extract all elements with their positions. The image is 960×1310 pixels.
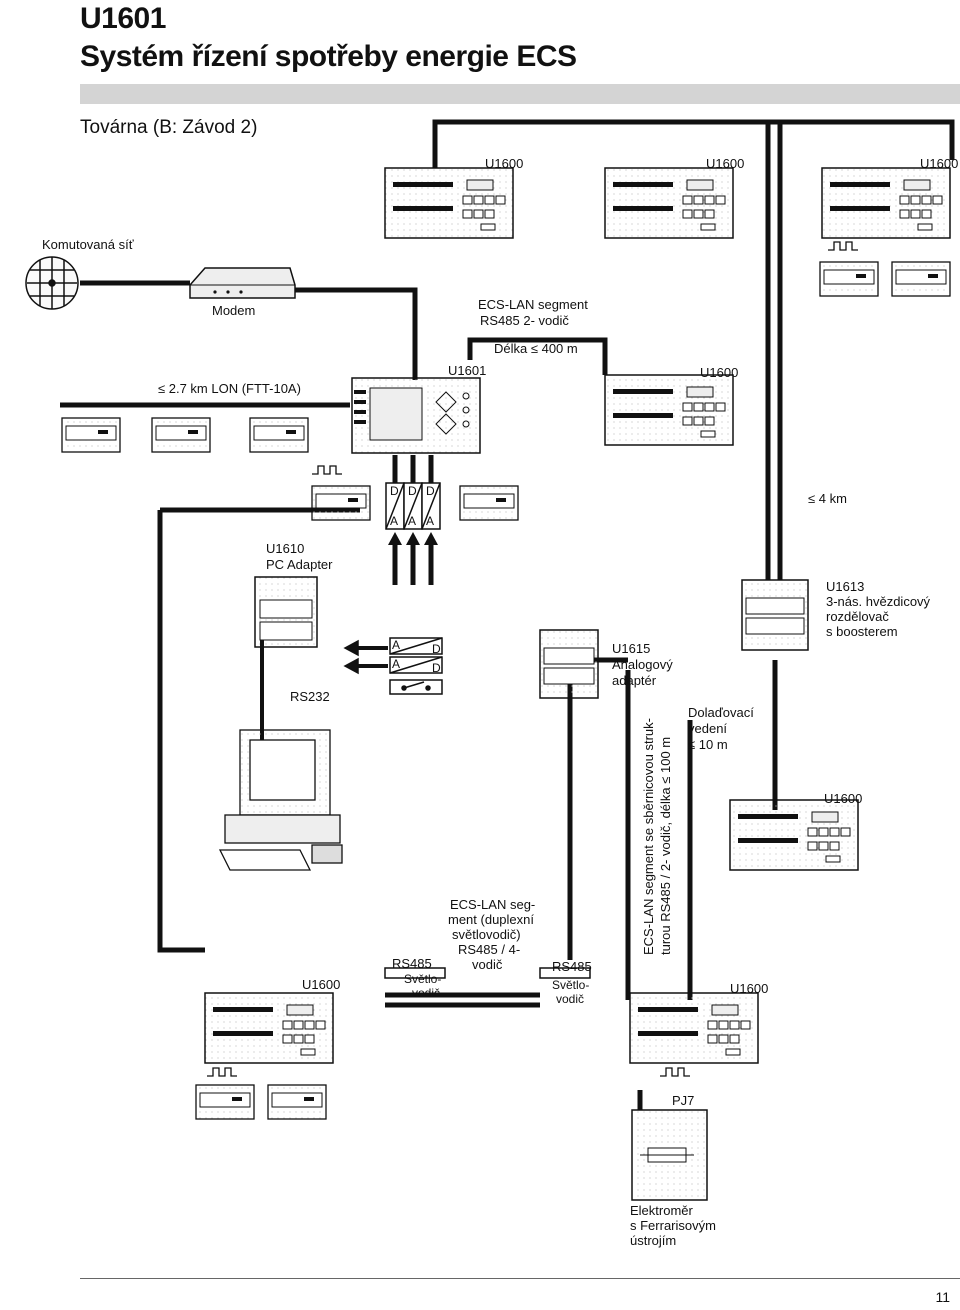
label-dolad-2: vedení <box>688 721 728 736</box>
electricity-meter <box>631 1109 708 1201</box>
label-fiber-right-2: vodič <box>556 992 585 1006</box>
u1600-device-bottom-left <box>204 992 334 1064</box>
label-rs485-right: RS485 <box>552 959 592 974</box>
label-u1601: U1601 <box>448 363 487 378</box>
label-ecs-lan-top-2: RS485 2- vodič <box>480 313 569 328</box>
label-u1613-4: s boosterem <box>826 624 898 639</box>
label-u1613-3: rozdělovač <box>826 609 889 624</box>
label-conv-d1: D <box>432 642 441 656</box>
label-d3: D <box>426 484 435 498</box>
label-conv-a1: A <box>392 638 401 652</box>
label-duplex-1: ECS-LAN seg- <box>450 897 536 912</box>
label-meter-3: ústrojím <box>630 1233 677 1248</box>
label-u1600-bottom-mid: U1600 <box>730 981 769 996</box>
label-vertical-1: ECS-LAN segment se sběrnicovou struk- <box>641 718 656 955</box>
label-meter-2: s Ferrarisovým <box>630 1218 716 1233</box>
label-a3: A <box>426 514 435 528</box>
label-u1613-1: U1613 <box>826 579 865 594</box>
label-u1615-1: U1615 <box>612 641 651 656</box>
label-modem: Modem <box>212 303 256 318</box>
network-globe-icon <box>25 256 79 310</box>
bus-lines <box>60 119 955 1110</box>
modem-device <box>189 267 296 299</box>
meter-module-lon-2 <box>151 417 211 453</box>
label-dolad-1: Dolaďovací <box>688 705 754 720</box>
label-length-top: Délka ≤ 400 m <box>494 341 578 356</box>
page-subtitle: Továrna (B: Závod 2) <box>80 117 258 138</box>
meter-module-lon-1 <box>61 417 121 453</box>
label-u1600-top-3: U1600 <box>920 156 959 171</box>
label-u1615-3: adaptér <box>612 673 657 688</box>
label-d1: D <box>390 484 399 498</box>
label-fiber-right-1: Světlo- <box>552 978 590 992</box>
meter-module-top-1 <box>819 261 879 297</box>
label-meter-1: Elektroměr <box>630 1203 693 1218</box>
u1600-device-top-3 <box>821 167 951 239</box>
label-a1: A <box>390 514 399 528</box>
rs485-fiber-converters <box>384 967 591 979</box>
label-twisted-network: Komutovaná síť <box>42 237 134 252</box>
u1600-device-right <box>729 799 859 871</box>
label-duplex-2: ment (duplexní <box>448 912 534 927</box>
label-fiber-left-1: Světlo- <box>404 972 442 986</box>
label-duplex-5: vodič <box>472 957 503 972</box>
label-duplex-4: RS485 / 4- <box>458 942 521 957</box>
u1610-pc-adapter <box>254 576 318 740</box>
label-u1613-2: 3-nás. hvězdicový <box>826 594 931 609</box>
u1600-device-mid <box>604 374 734 446</box>
u1601-controller <box>351 377 481 454</box>
label-u1600-top-1: U1600 <box>485 156 524 171</box>
ad-converter-block <box>343 637 443 695</box>
label-fiber-left-2: vodič <box>412 986 441 1000</box>
page-number: 11 <box>935 1289 950 1305</box>
label-ecs-lan-top-1: ECS-LAN segment <box>478 297 588 312</box>
footer-rule <box>80 1278 960 1279</box>
label-dist-4km: ≤ 4 km <box>808 491 847 506</box>
meter-module-bottom-2 <box>267 1084 327 1120</box>
label-u1610-2: PC Adapter <box>266 557 333 572</box>
label-conv-d2: D <box>432 661 441 675</box>
product-code: U1601 <box>80 2 166 35</box>
u1600-device-bottom-mid <box>629 992 759 1064</box>
label-u1600-top-2: U1600 <box>706 156 745 171</box>
label-duplex-3: světlovodič) <box>452 927 521 942</box>
pc-computer-icon <box>218 729 343 871</box>
da-converters <box>385 482 441 530</box>
u1600-device-top-2 <box>604 167 734 239</box>
label-dolad-3: ≤ 10 m <box>688 737 728 752</box>
label-rs485-left: RS485 <box>392 956 432 971</box>
page-title: Systém řízení spotřeby energie ECS <box>80 40 577 73</box>
label-u1600-mid: U1600 <box>700 365 739 380</box>
u1613-star-distributor <box>741 579 809 651</box>
label-u1600-right: U1600 <box>824 791 863 806</box>
meter-module-da-right <box>459 485 519 521</box>
da-arrows <box>388 532 438 545</box>
label-u1615-2: Analogový <box>612 657 673 672</box>
meter-module-lon-3 <box>249 417 309 453</box>
u1615-analog-adapter <box>539 629 599 699</box>
label-rs232: RS232 <box>290 689 330 704</box>
label-lon: ≤ 2.7 km LON (FTT-10A) <box>158 381 301 396</box>
label-vertical-2: turou RS485 / 2- vodič, délka ≤ 100 m <box>658 736 673 955</box>
label-a2: A <box>408 514 417 528</box>
label-u1600-bottom-left: U1600 <box>302 977 341 992</box>
u1600-device-top-1 <box>384 167 514 239</box>
label-u1610-1: U1610 <box>266 541 305 556</box>
label-conv-a2: A <box>392 657 401 671</box>
pulse-icons <box>207 241 858 1077</box>
label-d2: D <box>408 484 417 498</box>
meter-module-top-2 <box>891 261 951 297</box>
meter-module-da-left <box>311 485 371 521</box>
meter-module-bottom-1 <box>195 1084 255 1120</box>
label-pj7: PJ7 <box>672 1093 695 1108</box>
header-band <box>80 84 960 104</box>
